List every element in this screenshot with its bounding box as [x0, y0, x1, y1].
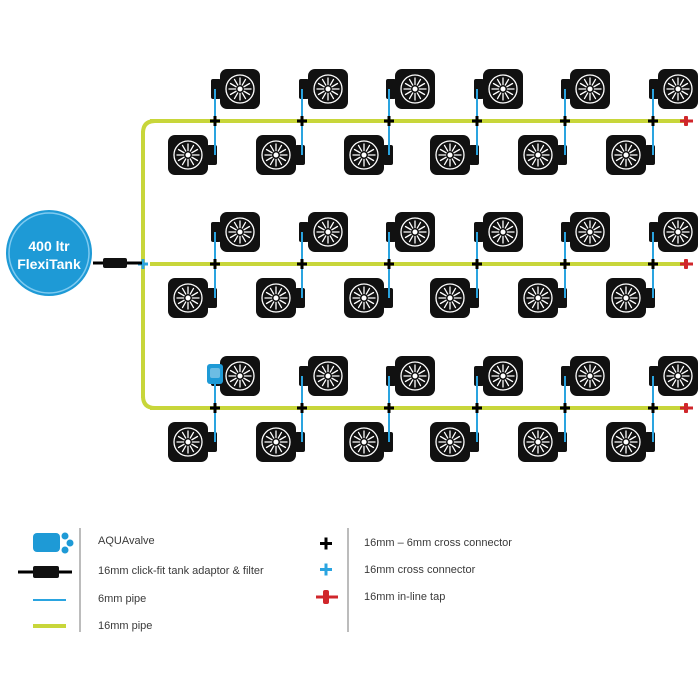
inline-tap-icon — [316, 590, 338, 604]
plant-pot — [474, 356, 523, 396]
cross-connector-16-6 — [648, 259, 658, 269]
cross-connector-16-6 — [472, 116, 482, 126]
pot-row — [150, 212, 698, 318]
legend-label-cross-16-6: 16mm – 6mm cross connector — [364, 537, 512, 549]
pot-row — [150, 69, 698, 175]
plant-pot — [561, 69, 610, 109]
plant-pot — [299, 356, 348, 396]
tank-adaptor-filter-icon — [18, 566, 72, 578]
cross-connector-16 — [138, 259, 148, 269]
cross-connector-16-6 — [648, 116, 658, 126]
cross-connector-16-6 — [210, 116, 220, 126]
cross-connector-16-6 — [472, 259, 482, 269]
tank-adaptor-filter — [93, 258, 142, 268]
plant-pot — [344, 422, 393, 462]
plant-pot — [299, 69, 348, 109]
legend-label-6mm-pipe: 6mm pipe — [98, 593, 147, 605]
plant-pot — [518, 278, 567, 318]
cross-connector-16-6 — [297, 403, 307, 413]
plant-pot — [299, 212, 348, 252]
plant-pot — [386, 69, 435, 109]
plant-pot — [256, 422, 305, 462]
cross-connector-16-6 — [210, 259, 220, 269]
cross-connector-16-6 — [384, 116, 394, 126]
plant-pot — [256, 135, 305, 175]
cross-connector-16-6 — [384, 403, 394, 413]
plant-pot — [518, 422, 567, 462]
plant-pot — [344, 278, 393, 318]
plant-pot — [561, 356, 610, 396]
cross-connector-16-6 — [210, 403, 220, 413]
cross-connector-16-6 — [560, 116, 570, 126]
plant-pot — [606, 278, 655, 318]
plant-pot — [649, 356, 698, 396]
plant-pot — [430, 135, 479, 175]
cross-connector-16-icon — [320, 563, 332, 576]
plant-pot — [168, 135, 217, 175]
tank-label-name: FlexiTank — [17, 256, 81, 272]
plant-pot — [474, 69, 523, 109]
plant-pot — [168, 278, 217, 318]
cross-connector-16-6 — [384, 259, 394, 269]
legend-label-16mm-pipe: 16mm pipe — [98, 620, 153, 632]
plant-pot — [430, 278, 479, 318]
plant-pot — [518, 135, 567, 175]
cross-connector-16-6 — [560, 259, 570, 269]
pot-row — [150, 356, 698, 462]
plant-pot — [606, 422, 655, 462]
cross-connector-16-6 — [297, 259, 307, 269]
plant-pot — [344, 135, 393, 175]
inline-tap — [680, 116, 693, 126]
plant-pot — [606, 135, 655, 175]
plant-pot — [211, 212, 260, 252]
plant-pot — [474, 212, 523, 252]
inline-tap — [680, 403, 693, 413]
plant-pot — [386, 212, 435, 252]
aquavalve-icon — [33, 532, 74, 554]
aquavalve — [207, 364, 223, 384]
plant-pot — [256, 278, 305, 318]
legend-label-aquavalve: AQUAvalve — [98, 535, 155, 547]
plant-pot — [430, 422, 479, 462]
cross-connector-16-6 — [648, 403, 658, 413]
cross-connector-16-6-icon — [320, 537, 332, 550]
legend-label-inline-tap: 16mm in-line tap — [364, 591, 446, 603]
plant-pot — [561, 212, 610, 252]
inline-tap — [680, 259, 693, 269]
plant-pot — [649, 69, 698, 109]
plant-pot — [168, 422, 217, 462]
legend-label-tank-adaptor: 16mm click-fit tank adaptor & filter — [98, 565, 264, 577]
flexitank: 400 ltr FlexiTank — [4, 208, 94, 298]
legend-label-cross-16: 16mm cross connector — [364, 564, 476, 576]
cross-connector-16-6 — [560, 403, 570, 413]
cross-connector-16-6 — [472, 403, 482, 413]
cross-connector-16-6 — [297, 116, 307, 126]
plant-pot — [211, 69, 260, 109]
plant-pot — [386, 356, 435, 396]
tank-label-capacity: 400 ltr — [28, 238, 70, 254]
plant-pot — [649, 212, 698, 252]
